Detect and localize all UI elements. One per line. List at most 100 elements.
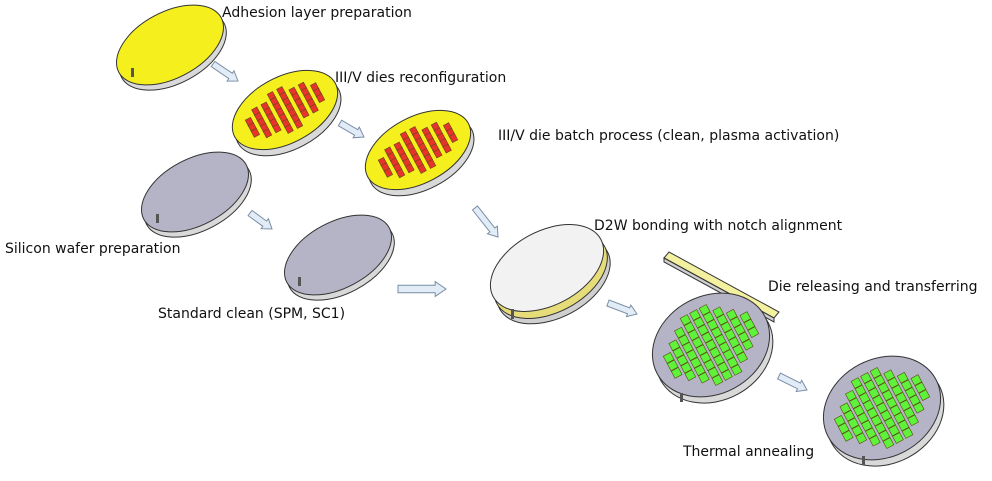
die: [383, 167, 394, 178]
die: [891, 384, 903, 397]
notch-icon: [862, 456, 865, 465]
die: [726, 356, 739, 369]
die: [877, 382, 890, 394]
die: [250, 127, 261, 138]
die: [857, 412, 869, 425]
arrow-shape: [247, 209, 273, 230]
die: [736, 351, 748, 364]
label-dies-reconfiguration: III/V dies reconfiguration: [335, 70, 506, 86]
die: [747, 326, 760, 338]
die: [679, 314, 692, 326]
die: [885, 397, 898, 409]
die: [684, 369, 697, 382]
die: [706, 319, 719, 331]
die: [899, 399, 911, 412]
die: [864, 379, 876, 392]
die: [662, 352, 675, 364]
label-adhesion-layer: Adhesion layer preparation: [222, 5, 412, 21]
die: [703, 359, 716, 371]
die: [843, 409, 856, 422]
die: [405, 163, 415, 174]
die: [873, 374, 886, 387]
die: [702, 311, 715, 324]
die: [854, 384, 867, 397]
die: [683, 321, 696, 334]
die: [666, 359, 679, 372]
die: [849, 397, 861, 409]
die: [714, 334, 727, 346]
die: [687, 329, 700, 341]
die: [697, 324, 709, 336]
die: [698, 304, 711, 316]
die: [914, 381, 927, 394]
arrow-shape: [397, 280, 447, 298]
die: [880, 409, 892, 422]
die: [691, 336, 704, 349]
die: [847, 417, 860, 430]
die: [300, 108, 310, 119]
die: [901, 427, 914, 439]
die: [733, 323, 746, 336]
die: [908, 394, 921, 407]
die: [850, 377, 863, 389]
die: [878, 429, 891, 442]
arrow-shape: [471, 205, 499, 238]
die: [851, 424, 864, 437]
die: [701, 331, 713, 344]
die: [874, 422, 887, 434]
green-die-array: [662, 304, 760, 386]
process-arrow-icon: [606, 299, 638, 318]
green-die-array: [833, 367, 931, 449]
die: [868, 387, 880, 399]
die: [712, 306, 725, 319]
die: [729, 316, 742, 329]
die: [676, 354, 689, 367]
die: [262, 128, 273, 139]
die: [896, 371, 909, 384]
die: [417, 164, 427, 174]
die: [717, 361, 729, 374]
die: [689, 309, 701, 321]
die: [694, 364, 706, 377]
die: [861, 419, 873, 432]
die: [670, 367, 683, 379]
die: [912, 401, 925, 414]
wafer-adhesion-layer: [115, 4, 227, 91]
die: [897, 419, 910, 432]
label-die-releasing: Die releasing and transferring: [768, 279, 978, 295]
die: [883, 369, 896, 382]
die: [678, 334, 690, 346]
red-die-array: [377, 121, 459, 179]
wafer-thermal-annealing: [822, 355, 945, 467]
die: [895, 391, 907, 404]
process-arrow-icon: [397, 280, 447, 298]
process-arrow-icon: [247, 209, 273, 230]
die: [690, 356, 702, 369]
arrow-shape: [606, 299, 638, 318]
die: [718, 341, 731, 354]
die: [716, 313, 728, 326]
die: [695, 344, 708, 356]
die: [739, 311, 752, 323]
die: [876, 402, 888, 414]
arrow-shape: [776, 372, 808, 393]
die: [705, 339, 717, 351]
wafer-standard-clean: [283, 214, 395, 301]
die: [697, 371, 710, 384]
die: [868, 434, 881, 447]
die: [841, 430, 854, 442]
die: [680, 361, 693, 374]
die: [682, 341, 694, 354]
die: [699, 351, 712, 364]
die: [910, 374, 923, 386]
die: [433, 148, 443, 159]
die: [713, 354, 725, 366]
die: [918, 389, 931, 401]
die: [686, 349, 698, 362]
die: [709, 346, 721, 359]
notch-icon: [511, 309, 514, 319]
die: [904, 386, 917, 399]
die: [674, 326, 686, 339]
die: [693, 316, 705, 329]
